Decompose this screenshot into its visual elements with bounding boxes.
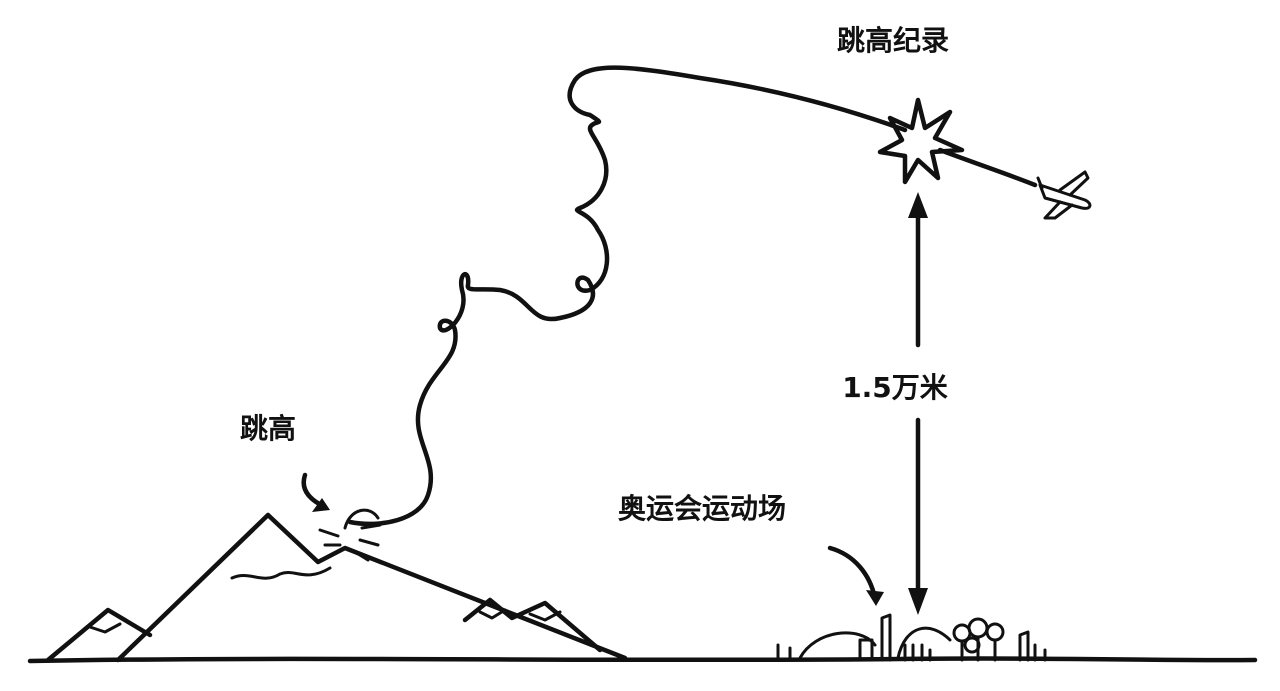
mountains [45, 512, 628, 663]
airplane-icon [1036, 170, 1092, 220]
ground-line [27, 656, 1258, 664]
record-star-icon [877, 97, 965, 185]
jump-pointer-arrow [301, 472, 330, 512]
record-label: 跳高纪录 [837, 24, 949, 57]
jump-label: 跳高 [240, 412, 296, 445]
trajectory-after-record [937, 147, 1038, 188]
height-arrow [908, 192, 928, 615]
stadium-label: 奥运会运动场 [618, 492, 786, 525]
height-label: 1.5万米 [842, 371, 948, 404]
stadium-icon [776, 613, 1047, 662]
stadium-pointer-arrow [827, 545, 884, 606]
jump-trajectory [347, 65, 908, 527]
impact-burst-icon [318, 508, 382, 562]
